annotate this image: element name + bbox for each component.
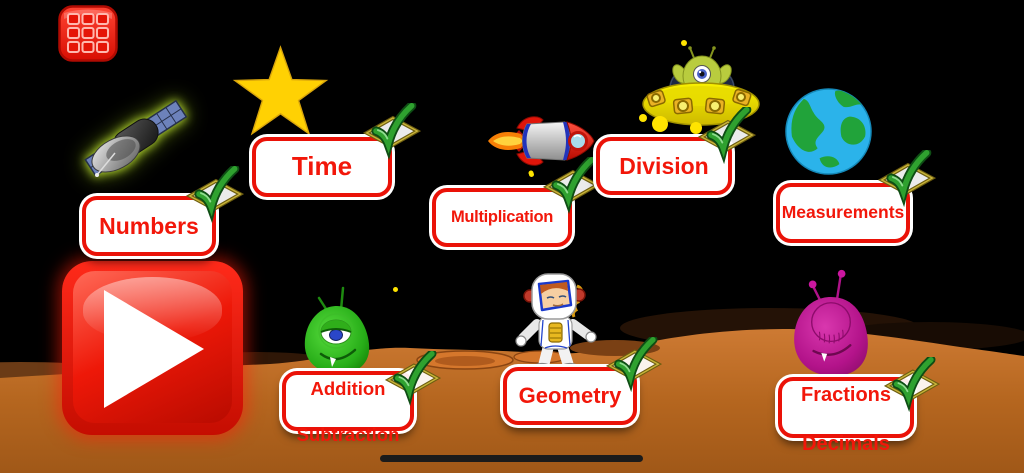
play-icon xyxy=(104,290,204,408)
earth-globe-icon xyxy=(785,88,872,175)
category-button-division[interactable]: Division xyxy=(596,137,732,195)
label-line2: Subtraction xyxy=(296,423,400,445)
label-line1: Fractions xyxy=(800,384,892,407)
checkbox-fractions-decimals[interactable] xyxy=(884,357,940,413)
category-label-measurements: Measurements xyxy=(781,202,905,223)
category-button-numbers[interactable]: Numbers xyxy=(82,196,216,256)
checkbox-geometry[interactable] xyxy=(606,337,662,393)
category-label-division: Division xyxy=(619,152,709,179)
category-label-geometry: Geometry xyxy=(518,382,622,408)
label-line2: Decimals xyxy=(802,432,890,455)
category-button-geometry[interactable]: Geometry xyxy=(503,367,637,425)
grid-icon xyxy=(58,5,118,62)
checkbox-numbers[interactable] xyxy=(186,166,244,224)
label-line1: Addition xyxy=(310,378,386,400)
green-alien-icon xyxy=(304,286,370,374)
category-button-time[interactable]: Time xyxy=(252,137,392,197)
checkbox-measurements[interactable] xyxy=(878,150,936,208)
star-icon xyxy=(232,45,329,136)
purple-alien-icon xyxy=(794,269,868,377)
ufo-alien-icon xyxy=(639,40,760,134)
checkbox-division[interactable] xyxy=(698,107,756,165)
star-speck xyxy=(393,287,398,292)
category-label-fractions-decimals: Fractions Decimals xyxy=(801,359,891,457)
astronaut-icon xyxy=(515,273,597,374)
category-button-measurements[interactable]: Measurements xyxy=(776,183,910,243)
category-label-numbers: Numbers xyxy=(99,212,199,239)
category-button-multiplication[interactable]: Multiplication xyxy=(432,188,572,247)
category-label-addition-subtraction: Addition Subtraction xyxy=(297,356,400,446)
satellite-icon xyxy=(84,99,188,177)
checkbox-time[interactable] xyxy=(363,103,421,161)
play-button[interactable] xyxy=(62,261,243,435)
home-indicator[interactable] xyxy=(380,455,643,462)
checkbox-multiplication[interactable] xyxy=(543,157,601,215)
category-label-multiplication: Multiplication xyxy=(450,208,554,227)
rocket-icon xyxy=(488,116,595,176)
checkbox-addition-subtraction[interactable] xyxy=(385,351,441,407)
grid-menu-button[interactable] xyxy=(58,5,118,62)
category-label-time: Time xyxy=(291,151,353,182)
